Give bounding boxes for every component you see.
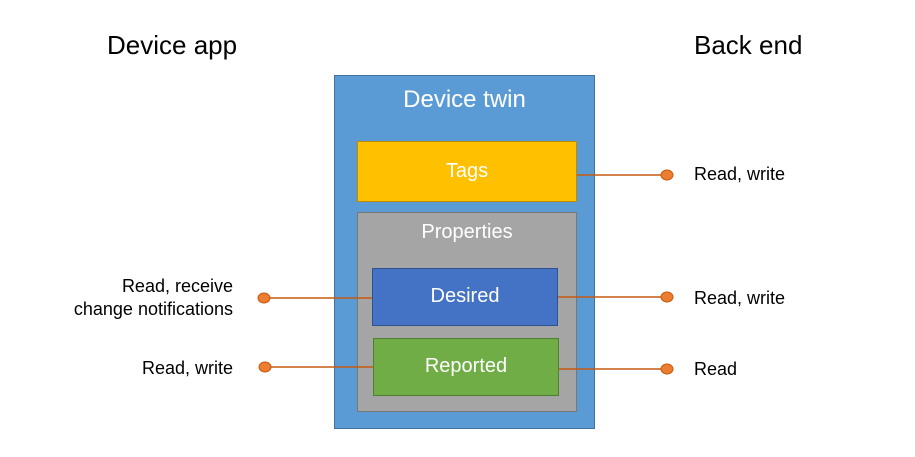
desired-box: Desired: [372, 268, 558, 326]
reported-box: Reported: [373, 338, 559, 396]
properties-title: Properties: [421, 221, 513, 243]
device-app-heading: Device app: [107, 30, 238, 60]
desired-backend-access-label: Read, write: [694, 288, 786, 308]
desired-device-access-line2: change notifications: [73, 299, 233, 319]
reported-backend-endpoint: [660, 363, 674, 375]
tags-box: Tags: [357, 141, 577, 202]
tags-backend-endpoint: [660, 169, 674, 181]
desired-device-access-line1: Read, receive: [121, 276, 233, 296]
reported-backend-access-label: Read: [694, 359, 738, 379]
back-end-heading: Back end: [694, 30, 803, 60]
reported-device-access-label: Read, write: [141, 358, 233, 378]
device-twin-title: Device twin: [403, 86, 526, 113]
tags-backend-access-label: Read, write: [694, 164, 786, 184]
desired-device-access-label: Read, receive change notifications: [74, 275, 233, 321]
reported-device-endpoint: [258, 361, 272, 373]
desired-device-endpoint: [257, 292, 271, 304]
desired-backend-endpoint: [660, 291, 674, 303]
